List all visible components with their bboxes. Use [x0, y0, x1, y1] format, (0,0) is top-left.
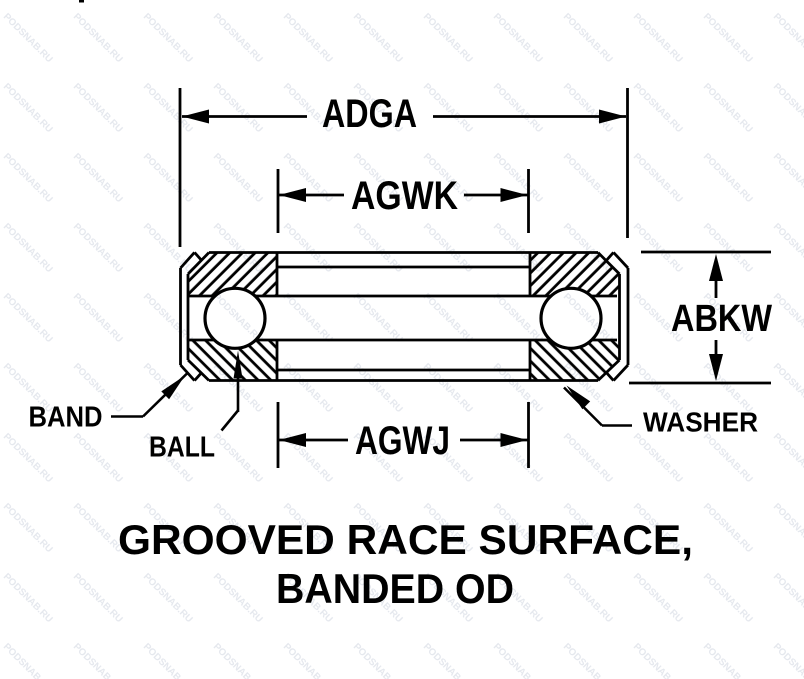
svg-text:ABKW: ABKW	[671, 298, 772, 340]
svg-text:WASHER: WASHER	[643, 407, 758, 438]
svg-text:AGWK: AGWK	[351, 174, 458, 218]
svg-text:AGWJ: AGWJ	[355, 419, 450, 463]
svg-text:BAND: BAND	[29, 402, 103, 434]
svg-text:BANDED OD: BANDED OD	[276, 565, 514, 612]
svg-text:GROOVED RACE SURFACE,: GROOVED RACE SURFACE,	[118, 516, 693, 563]
svg-text:BALL: BALL	[149, 432, 215, 464]
svg-text:ADGA: ADGA	[322, 92, 417, 136]
